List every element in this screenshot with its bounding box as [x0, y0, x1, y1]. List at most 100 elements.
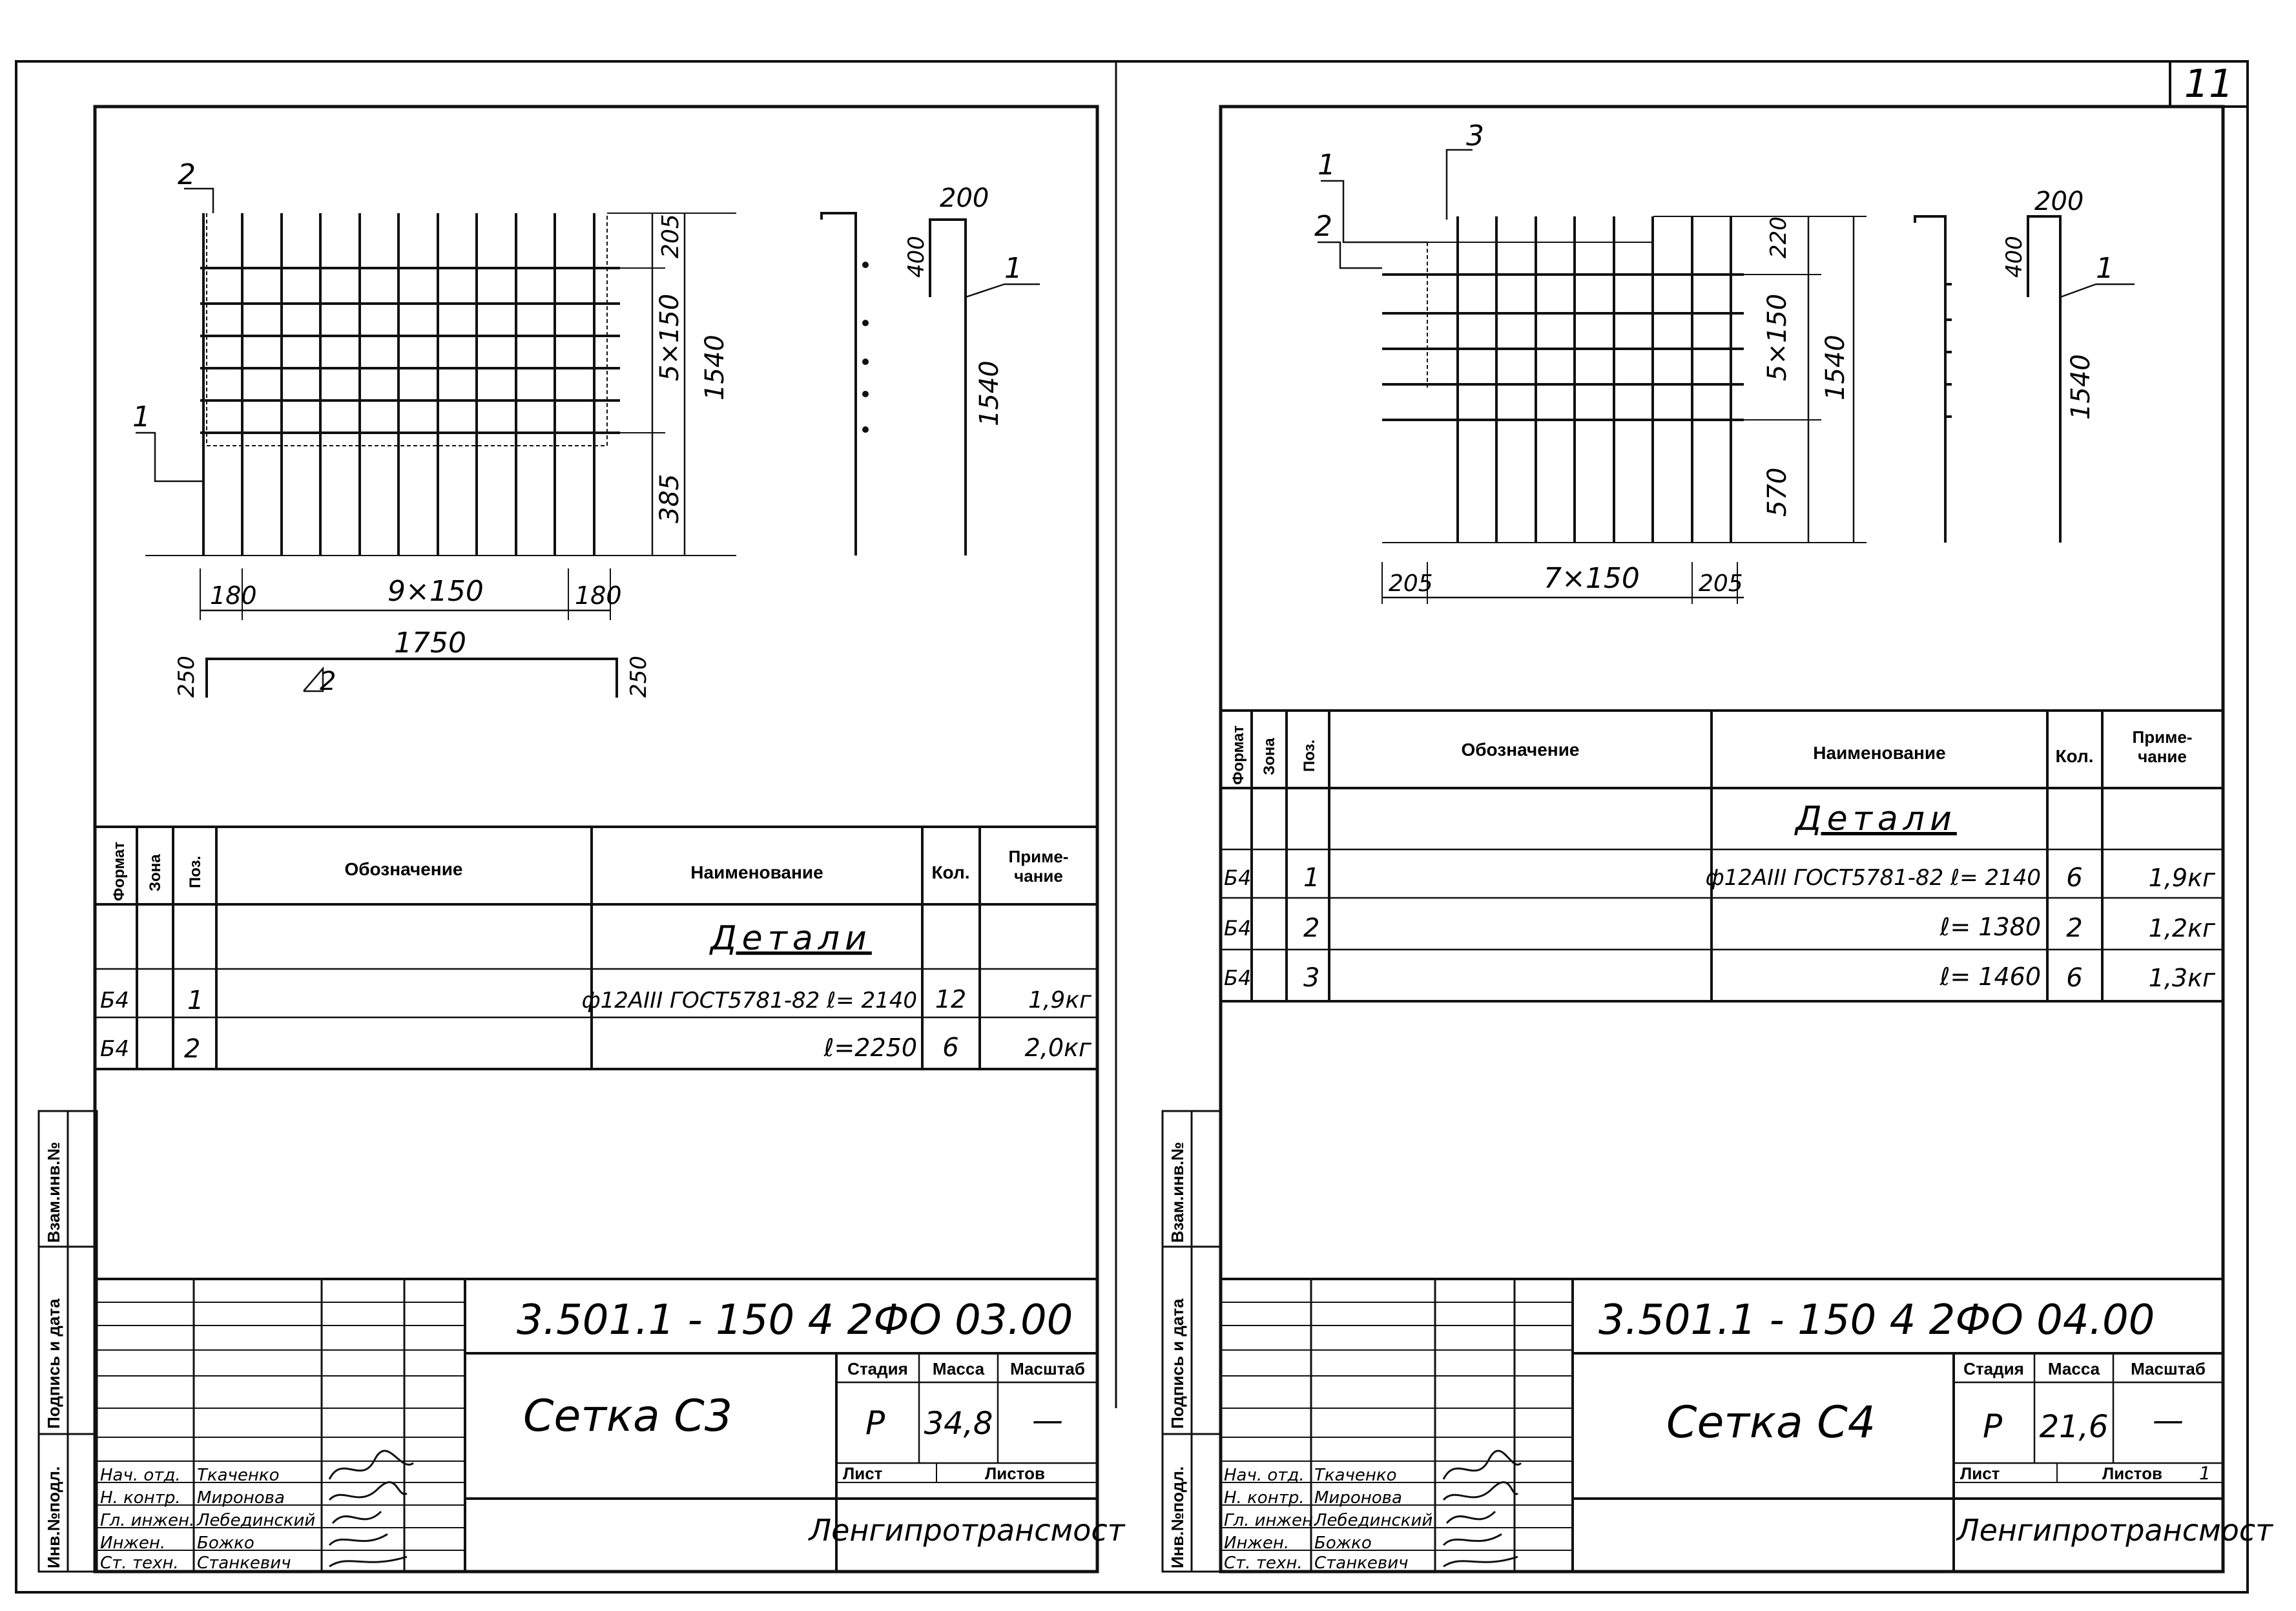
right-dim-low-right: 570: [1763, 468, 1792, 517]
left-spec-row-1-note: 1,9кг: [1028, 987, 1092, 1013]
left-spec-section-title: Детали: [709, 919, 872, 958]
right-sign-name-5: Станкевич: [1314, 1554, 1409, 1573]
right-spec-table: [1219, 709, 2224, 1003]
left-spec-row-1-pos: 1: [187, 986, 203, 1015]
right-tb-scale-value: —: [2153, 1402, 2184, 1439]
left-spec-row-2-qty: 6: [942, 1033, 958, 1063]
right-spec-header-zone: Зона: [1261, 738, 1278, 775]
left-tb-sheet-label: Лист: [843, 1464, 883, 1483]
left-dim-top-right: 205: [657, 214, 684, 258]
right-spec-header-note-1: Приме-: [2133, 727, 2193, 747]
left-tb-scale-label: Масштаб: [1010, 1359, 1085, 1378]
right-spec-header-designation: Обозначение: [1461, 740, 1579, 760]
left-spec-header-qty: Кол.: [931, 862, 969, 882]
right-tb-mass-value: 21,6: [2040, 1409, 2109, 1445]
right-dim-bottom-right: 205: [1699, 570, 1743, 597]
right-callout-3: 3: [1466, 120, 1484, 152]
right-sign-role-4: Инжен.: [1224, 1533, 1289, 1553]
left-tb-mass-value: 34,8: [924, 1406, 993, 1442]
right-spec-header-name: Наименование: [1813, 743, 1945, 763]
left-dim-bottom-left: 180: [210, 581, 257, 610]
right-spec-row-2-pos: 2: [1303, 913, 1319, 943]
right-title-block: [1219, 1278, 2224, 1573]
left-spec-header-zone: Зона: [147, 854, 164, 891]
right-tb-scale-label: Масштаб: [2131, 1359, 2206, 1378]
left-spec-row-2-note: 2,0кг: [1025, 1034, 1092, 1062]
left-tb-stage-value: Р: [865, 1404, 885, 1442]
left-tb-mass-label: Масса: [933, 1359, 985, 1378]
left-sign-role-4: Инжен.: [100, 1533, 165, 1553]
right-spec-row-1-format: Б4: [1224, 866, 1251, 890]
right-sign-name-1: Ткаченко: [1314, 1466, 1397, 1485]
left-spec-header-name: Наименование: [690, 862, 823, 882]
left-spec-row-1-qty: 12: [935, 985, 966, 1013]
left-sign-role-3: Гл. инжен.: [100, 1511, 194, 1530]
left-spec-header-designation: Обозначение: [344, 859, 462, 879]
right-sign-role-3: Гл. инжен.: [1224, 1511, 1318, 1530]
left-spec-row-1-name: ф12АIII ГОСТ5781-82 ℓ= 2140: [582, 988, 917, 1013]
page-number: 11: [2184, 61, 2233, 107]
left-sign-role-5: Ст. техн.: [100, 1554, 179, 1573]
right-spec-row-1-name: ф12АIII ГОСТ5781-82 ℓ= 2140: [1706, 865, 2041, 891]
left-callout-2-bar: 2: [320, 667, 336, 696]
left-side-view-dots: [862, 262, 869, 433]
left-spec-table: [94, 826, 1099, 1070]
left-spec-row-2-pos: 2: [184, 1034, 200, 1064]
right-dim-bottom-left: 205: [1389, 570, 1433, 597]
left-stamp-inv-podl: Инв.№подл.: [44, 1466, 63, 1568]
left-dim-total-height: 1540: [700, 335, 730, 400]
right-sign-role-1: Нач. отд.: [1224, 1466, 1305, 1485]
right-sign-name-3: Лебединский: [1314, 1511, 1432, 1530]
left-sign-name-2: Миронова: [197, 1488, 285, 1508]
right-dim-mid-right: 5×150: [1763, 294, 1792, 381]
left-dim-mid-right: 5×150: [655, 294, 685, 381]
left-side-dim-height: 1540: [975, 360, 1004, 426]
right-signature-scribbles: [1442, 1450, 1522, 1568]
left-tb-organization: Ленгипротрансмост: [808, 1513, 1126, 1548]
left-drawing-title: Сетка С3: [523, 1391, 732, 1442]
left-sign-role-1: Нач. отд.: [100, 1466, 181, 1485]
right-tb-sheet-label: Лист: [1960, 1464, 2000, 1483]
left-spec-row-1-format: Б4: [100, 988, 129, 1013]
right-mesh-horizontal-bars: [1382, 273, 1744, 421]
right-spec-row-3-pos: 3: [1303, 963, 1319, 993]
left-stamp-sign-date: Подпись и дата: [44, 1298, 63, 1429]
right-side-dim-height: 1540: [2066, 354, 2096, 420]
left-bar2-length: 1750: [394, 627, 466, 660]
left-mesh-vertical-bars: [202, 213, 595, 556]
left-callout-2-top: 2: [178, 158, 196, 191]
right-callout-2: 2: [1314, 210, 1332, 243]
right-spec-row-2-qty: 2: [2066, 913, 2082, 943]
right-spec-row-2-note: 1,2кг: [2149, 914, 2216, 942]
left-spec-row-2-name: ℓ=2250: [823, 1034, 917, 1062]
right-spec-row-1-note: 1,9кг: [2149, 864, 2216, 892]
left-tb-scale-value: —: [1032, 1402, 1063, 1439]
right-doc-code: 3.501.1 - 150 4 2ФО 04.00: [1598, 1296, 2155, 1344]
left-stamp-vzam-inv: Взам.инв.№: [44, 1142, 63, 1243]
left-spec-header-note-2: чание: [1014, 866, 1063, 886]
left-side-stamp: [37, 1110, 98, 1573]
right-spec-row-1-pos: 1: [1303, 863, 1319, 893]
right-tb-stage-value: Р: [1983, 1408, 2003, 1445]
left-spec-row-2-format: Б4: [100, 1036, 129, 1062]
left-bar2-left-leg: 250: [174, 656, 200, 698]
right-spec-row-3-qty: 6: [2066, 963, 2082, 993]
right-spec-section-title: Детали: [1794, 800, 1957, 838]
right-spec-header-pos: Поз.: [1301, 740, 1318, 772]
right-spec-row-1-qty: 6: [2066, 863, 2082, 893]
left-sign-role-2: Н. контр.: [100, 1488, 181, 1508]
right-sign-name-2: Миронова: [1314, 1488, 1402, 1508]
right-callout-1-side: 1: [2096, 252, 2114, 285]
right-dim-top-right: 220: [1766, 216, 1792, 258]
right-side-dim-left: 400: [2001, 236, 2027, 278]
left-mesh-horizontal-bars: [200, 267, 620, 434]
left-dim-bottom-right: 180: [575, 581, 622, 610]
right-tb-sheets-label: Листов: [2102, 1464, 2162, 1483]
left-title-block: [94, 1278, 1099, 1573]
left-doc-code: 3.501.1 - 150 4 2ФО 03.00: [517, 1296, 1073, 1344]
right-spec-row-3-format: Б4: [1224, 966, 1251, 990]
left-callout-1-left: 1: [132, 400, 150, 433]
right-sign-role-2: Н. контр.: [1224, 1488, 1305, 1508]
left-tb-stage-label: Стадия: [847, 1359, 908, 1378]
